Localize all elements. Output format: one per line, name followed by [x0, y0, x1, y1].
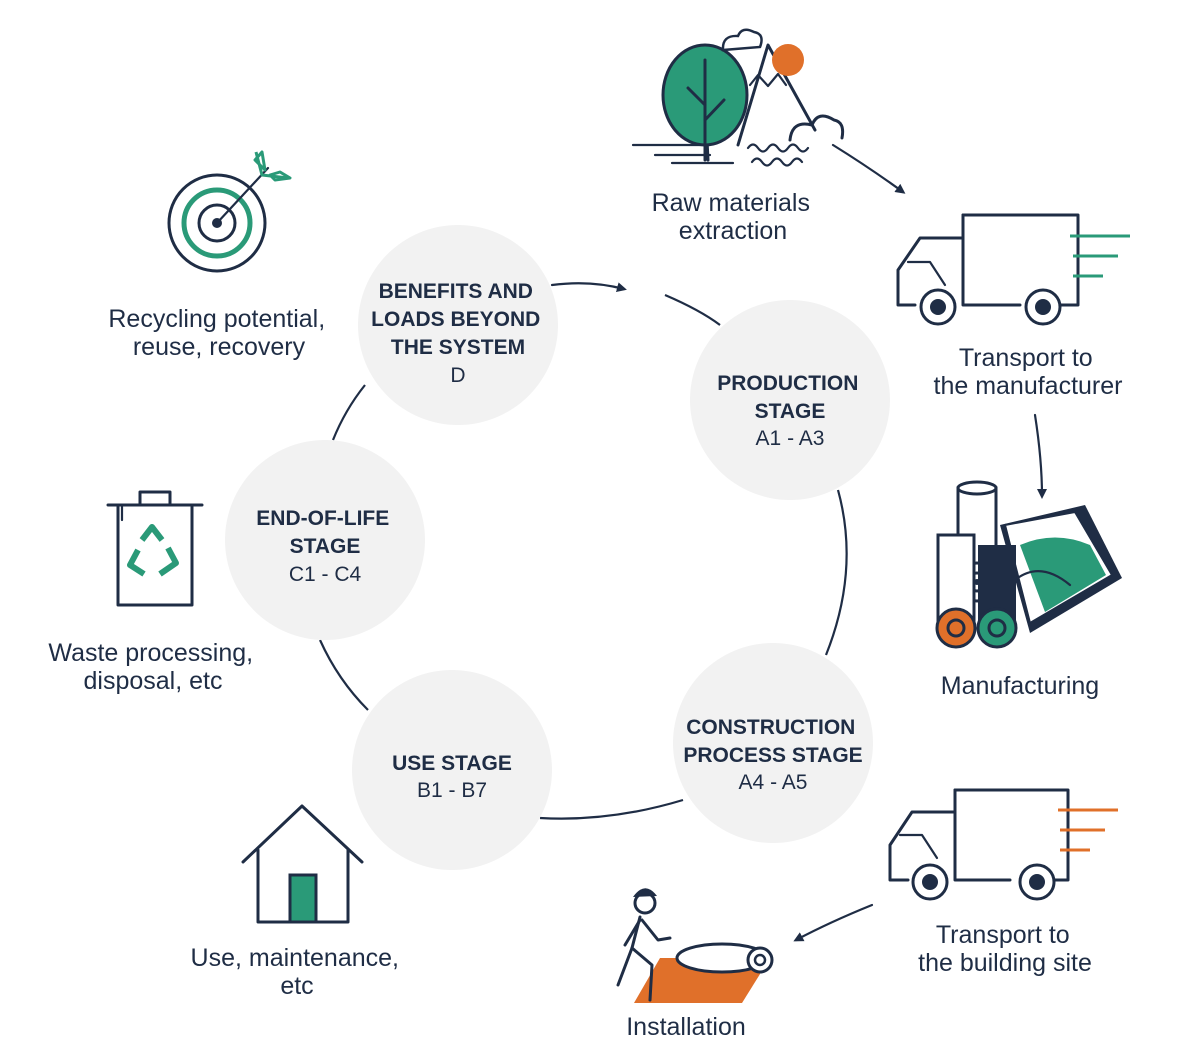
arrow-benefits-to-production — [550, 282, 627, 293]
landscape-icon — [631, 28, 845, 167]
arrow-transport-to-installation — [793, 903, 874, 942]
rolls-icon — [935, 480, 1122, 649]
use-maintenance-caption: Use, maintenance, etc — [191, 944, 404, 1000]
stage-production-title: PRODUCTION STAGE — [717, 372, 863, 423]
stage-benefits-code: D — [450, 364, 465, 387]
stage-production-code: A1 - A3 — [756, 427, 825, 450]
transport-site-caption: Transport to the building site — [918, 921, 1092, 977]
arrow-raw-to-transport — [831, 143, 906, 194]
target-icon — [167, 150, 292, 273]
house-icon — [241, 804, 364, 924]
worker-icon — [616, 888, 774, 1003]
arrow-transport-to-manufacturing — [1033, 413, 1047, 499]
recycling-caption: Recycling potential, reuse, recovery — [108, 305, 329, 361]
raw-materials-caption: Raw materials extraction — [652, 189, 815, 245]
stage-use-code: B1 - B7 — [417, 779, 487, 802]
stage-production: PRODUCTION STAGE A1 - A3 — [690, 300, 890, 500]
stage-use: USE STAGE B1 - B7 — [352, 670, 552, 870]
stage-end-of-life-code: C1 - C4 — [289, 563, 362, 586]
stage-benefits-title: BENEFITS AND LOADS BEYOND THE SYSTEM — [371, 280, 545, 359]
truck-icon — [888, 788, 1118, 901]
stage-end-of-life-title: END-OF-LIFE STAGE — [256, 507, 393, 558]
manufacturing-caption: Manufacturing — [941, 672, 1099, 700]
installation-caption: Installation — [626, 1013, 746, 1041]
stage-construction-title: CONSTRUCTION PROCESS STAGE — [683, 716, 862, 767]
stage-construction: CONSTRUCTION PROCESS STAGE A4 - A5 — [673, 643, 873, 843]
waste-caption: Waste processing, disposal, etc — [48, 639, 257, 695]
recycle-bin-icon — [106, 490, 204, 607]
truck-icon — [896, 213, 1130, 326]
transport-manufacturer-caption: Transport to the manufacturer — [934, 344, 1123, 400]
stage-benefits: BENEFITS AND LOADS BEYOND THE SYSTEM D — [358, 225, 558, 425]
stage-end-of-life: END-OF-LIFE STAGE C1 - C4 — [225, 440, 425, 640]
stage-use-title: USE STAGE — [392, 752, 512, 775]
lifecycle-ring — [318, 293, 848, 820]
stage-construction-code: A4 - A5 — [739, 771, 808, 794]
